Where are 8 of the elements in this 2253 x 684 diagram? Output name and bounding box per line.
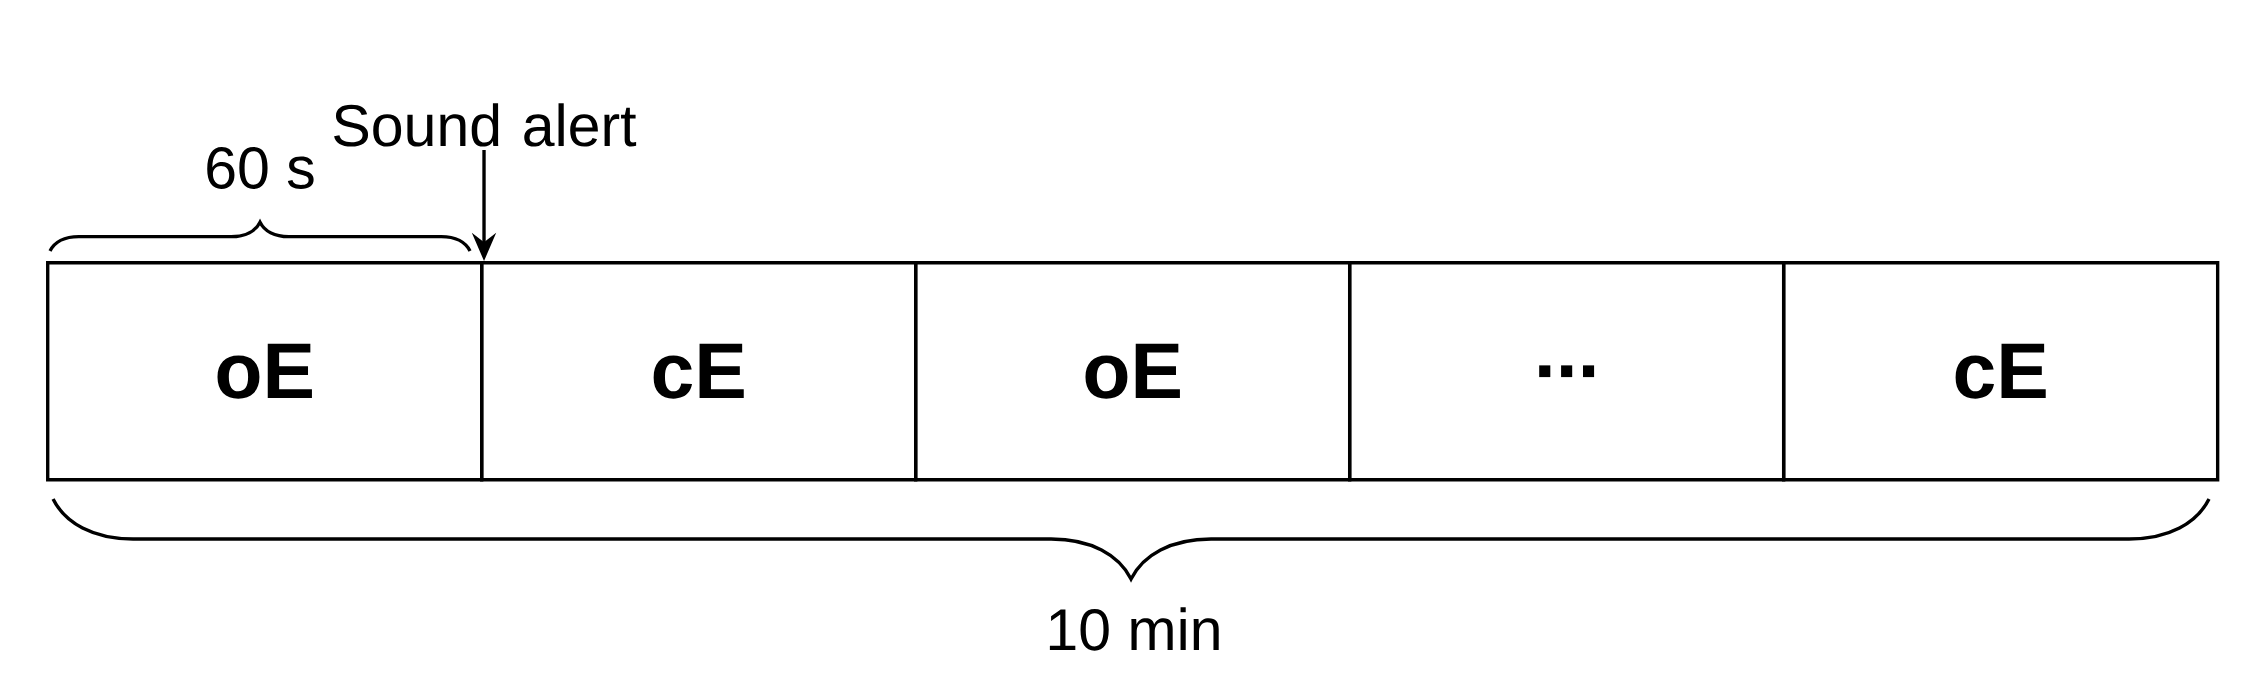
timeline-segment: cE bbox=[480, 261, 918, 482]
timeline-segment: cE bbox=[1782, 261, 2220, 482]
timeline-segment: oE bbox=[46, 261, 484, 482]
timeline-segment: ... bbox=[1348, 261, 1786, 482]
dimension-label: 60 s bbox=[207, 147, 314, 189]
timeline-segment: oE bbox=[914, 261, 1352, 482]
annotation-text: Sound alert bbox=[334, 103, 637, 147]
dimension-label: 10 min bbox=[1049, 607, 1219, 651]
